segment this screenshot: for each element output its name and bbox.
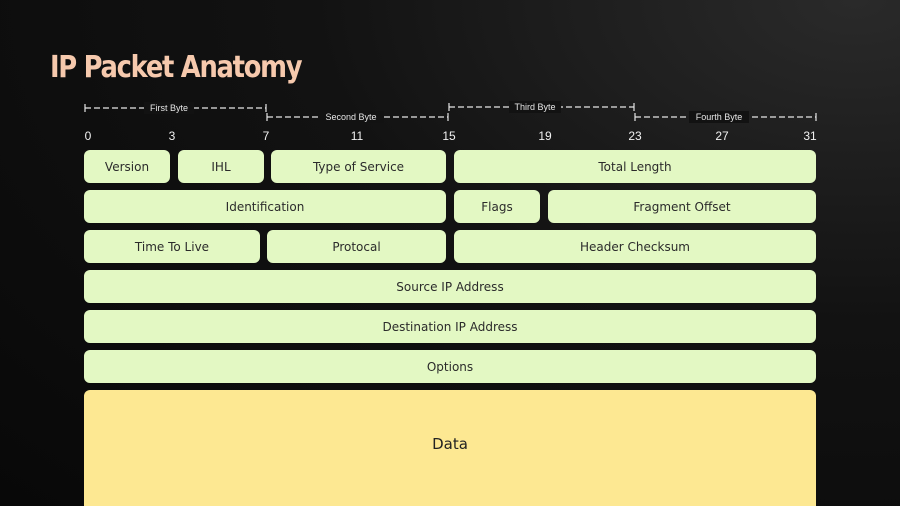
field-data: Data [84,390,816,506]
field-time-to-live: Time To Live [84,230,260,263]
fourth-byte-label: Fourth Byte [695,112,743,122]
field-destination-ip: Destination IP Address [84,310,816,343]
bit-tick: 19 [538,129,552,143]
field-flags: Flags [454,190,540,223]
field-header-checksum: Header Checksum [454,230,816,263]
bit-tick: 7 [262,129,270,143]
bit-tick: 11 [350,129,364,143]
bit-tick: 15 [442,129,456,143]
bit-tick: 31 [803,129,817,143]
field-fragment-offset: Fragment Offset [548,190,816,223]
bit-ticks: 0 3 7 11 15 19 23 27 31 [0,129,900,145]
first-byte-label: First Byte [149,103,189,113]
field-ihl: IHL [178,150,264,183]
field-type-of-service: Type of Service [271,150,446,183]
field-protocol: Protocal [267,230,446,263]
second-byte-label: Second Byte [325,112,377,122]
bit-tick: 3 [168,129,176,143]
byte-brackets [84,101,817,123]
bit-tick: 27 [715,129,729,143]
page-title: IP Packet Anatomy [50,50,303,85]
byte-ruler: First Byte Second Byte Third Byte Fourth… [0,96,900,126]
bit-tick: 23 [628,129,642,143]
bit-tick: 0 [84,129,92,143]
third-byte-label: Third Byte [514,102,556,112]
field-options: Options [84,350,816,383]
field-source-ip: Source IP Address [84,270,816,303]
field-identification: Identification [84,190,446,223]
field-total-length: Total Length [454,150,816,183]
field-version: Version [84,150,170,183]
